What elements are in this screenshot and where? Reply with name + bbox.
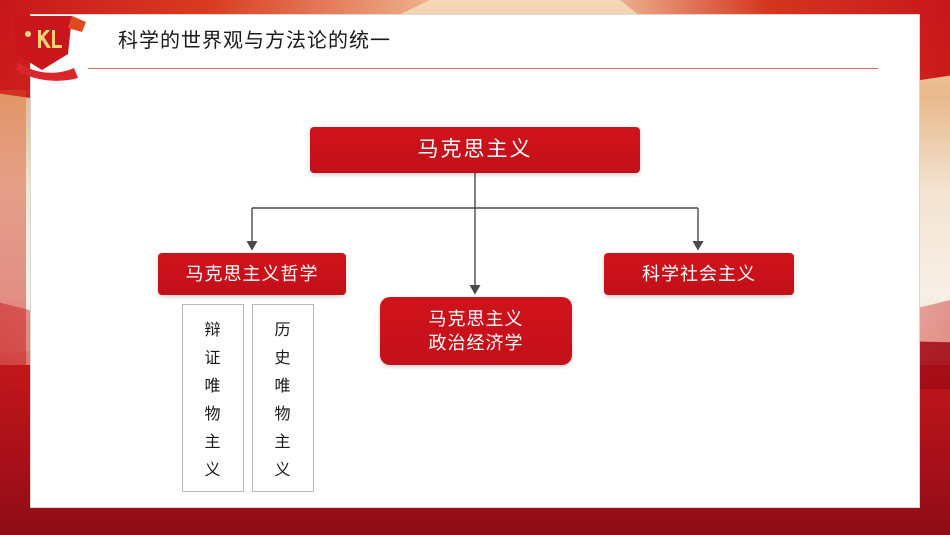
title-divider <box>88 68 878 69</box>
leaf-char: 主 <box>204 434 222 451</box>
connector-lines <box>246 173 704 295</box>
node-scientific-socialism-label: 科学社会主义 <box>642 263 756 284</box>
leaf-char: 历 <box>274 322 292 339</box>
leaf-char: 物 <box>204 406 222 423</box>
leaf-char: 义 <box>204 462 222 479</box>
node-political-economy[interactable]: 马克思主义 政治经济学 <box>380 297 572 365</box>
leaf-historical-materialism[interactable]: 历 史 唯 物 主 义 <box>252 304 314 492</box>
leaf-char: 义 <box>274 462 292 479</box>
party-emblem-icon <box>14 16 86 81</box>
leaf-char: 辩 <box>204 322 222 339</box>
node-political-economy-line2: 政治经济学 <box>428 333 524 353</box>
leaf-char: 物 <box>274 406 292 423</box>
node-political-economy-line1: 马克思主义 <box>428 308 524 329</box>
node-marxist-philosophy[interactable]: 马克思主义哲学 <box>158 253 346 295</box>
node-scientific-socialism[interactable]: 科学社会主义 <box>604 253 794 295</box>
node-marxism-label: 马克思主义 <box>417 137 533 161</box>
leaf-char: 唯 <box>204 378 222 395</box>
leaf-char: 证 <box>204 350 222 367</box>
page-title: 科学的世界观与方法论的统一 <box>118 26 878 56</box>
node-marxism[interactable]: 马克思主义 <box>310 127 640 173</box>
leaf-char: 主 <box>274 434 292 451</box>
node-marxist-philosophy-label: 马克思主义哲学 <box>185 263 319 284</box>
leaf-char: 唯 <box>274 378 292 395</box>
leaf-dialectical-materialism[interactable]: 辩 证 唯 物 主 义 <box>182 304 244 492</box>
page-title-text: 科学的世界观与方法论的统一 <box>118 30 391 52</box>
leaf-char: 史 <box>274 350 292 367</box>
diagram-canvas: 马克思主义 马克思主义哲学 马克思主义 政治经济学 科学社会主义 辩 证 唯 物… <box>30 14 920 508</box>
